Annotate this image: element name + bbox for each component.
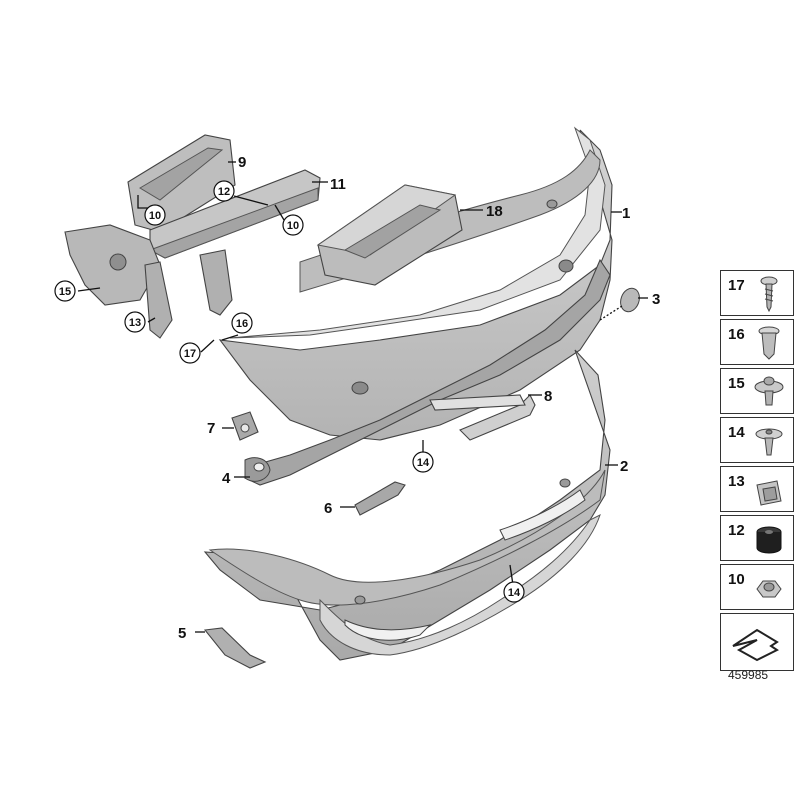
callout-9: 9 <box>238 154 246 171</box>
legend-cell-15: 15 <box>720 368 794 414</box>
callout-2: 2 <box>620 458 628 475</box>
screw-icon <box>760 276 778 313</box>
callout-11: 11 <box>330 176 346 193</box>
callout-4: 4 <box>222 470 231 487</box>
clip-icon <box>754 376 784 406</box>
legend-label-14: 14 <box>728 424 745 441</box>
callout-5: 5 <box>178 625 186 642</box>
legend-cell-symbol <box>720 613 794 671</box>
callout-15: 15 <box>59 286 71 298</box>
bumper-cover-lower <box>203 349 611 661</box>
legend-cell-12: 12 <box>720 515 794 561</box>
legend-label-13: 13 <box>728 473 745 490</box>
callout-17: 17 <box>184 348 196 360</box>
legend-cell-16: 16 <box>720 319 794 365</box>
legend-cell-13: 13 <box>720 466 794 512</box>
callout-10-b: 10 <box>287 220 299 232</box>
callout-12: 12 <box>218 186 230 198</box>
callout-1: 1 <box>622 205 630 222</box>
foam-absorber <box>316 184 463 286</box>
callout-8: 8 <box>544 388 552 405</box>
exhaust-trim <box>429 394 536 441</box>
hex-nut-icon <box>756 580 782 598</box>
callout-10-a: 10 <box>149 210 161 222</box>
callout-labels: 1 2 3 4 5 6 7 8 9 11 18 10 10 12 15 13 1… <box>54 154 660 642</box>
legend-cell-14: 14 <box>720 417 794 463</box>
corner-trim <box>203 627 267 669</box>
expanding-rivet-icon <box>758 326 780 360</box>
legend-label-16: 16 <box>728 326 745 343</box>
diffuser-trim <box>244 258 611 486</box>
fastener-legend: 17 16 15 14 13 <box>720 270 794 674</box>
reflector-panel <box>354 481 406 516</box>
callout-3: 3 <box>652 291 660 308</box>
bumper-carrier <box>64 169 321 339</box>
legend-label-12: 12 <box>728 522 745 539</box>
spring-nut-icon <box>756 480 782 506</box>
legend-cell-17: 17 <box>720 270 794 316</box>
callout-14-a: 14 <box>417 457 430 469</box>
callout-18: 18 <box>486 203 503 220</box>
legend-label-15: 15 <box>728 375 745 392</box>
rubber-buffer-icon <box>756 526 782 554</box>
push-clip-icon <box>755 428 783 456</box>
cover-cap <box>599 287 640 321</box>
diagram-reference-number: 459985 <box>728 668 769 682</box>
legend-cell-10: 10 <box>720 564 794 610</box>
view-direction-arrow-icon <box>732 628 779 662</box>
legend-label-17: 17 <box>728 277 745 294</box>
callout-16: 16 <box>236 318 248 330</box>
bumper-cover-upper <box>218 126 613 441</box>
callout-7: 7 <box>207 420 215 437</box>
leader-lines <box>77 161 648 633</box>
sensor-bracket <box>231 411 259 441</box>
callout-14-b: 14 <box>508 587 521 599</box>
callout-6: 6 <box>324 500 332 517</box>
legend-label-10: 10 <box>728 571 745 588</box>
callout-13: 13 <box>129 317 141 329</box>
